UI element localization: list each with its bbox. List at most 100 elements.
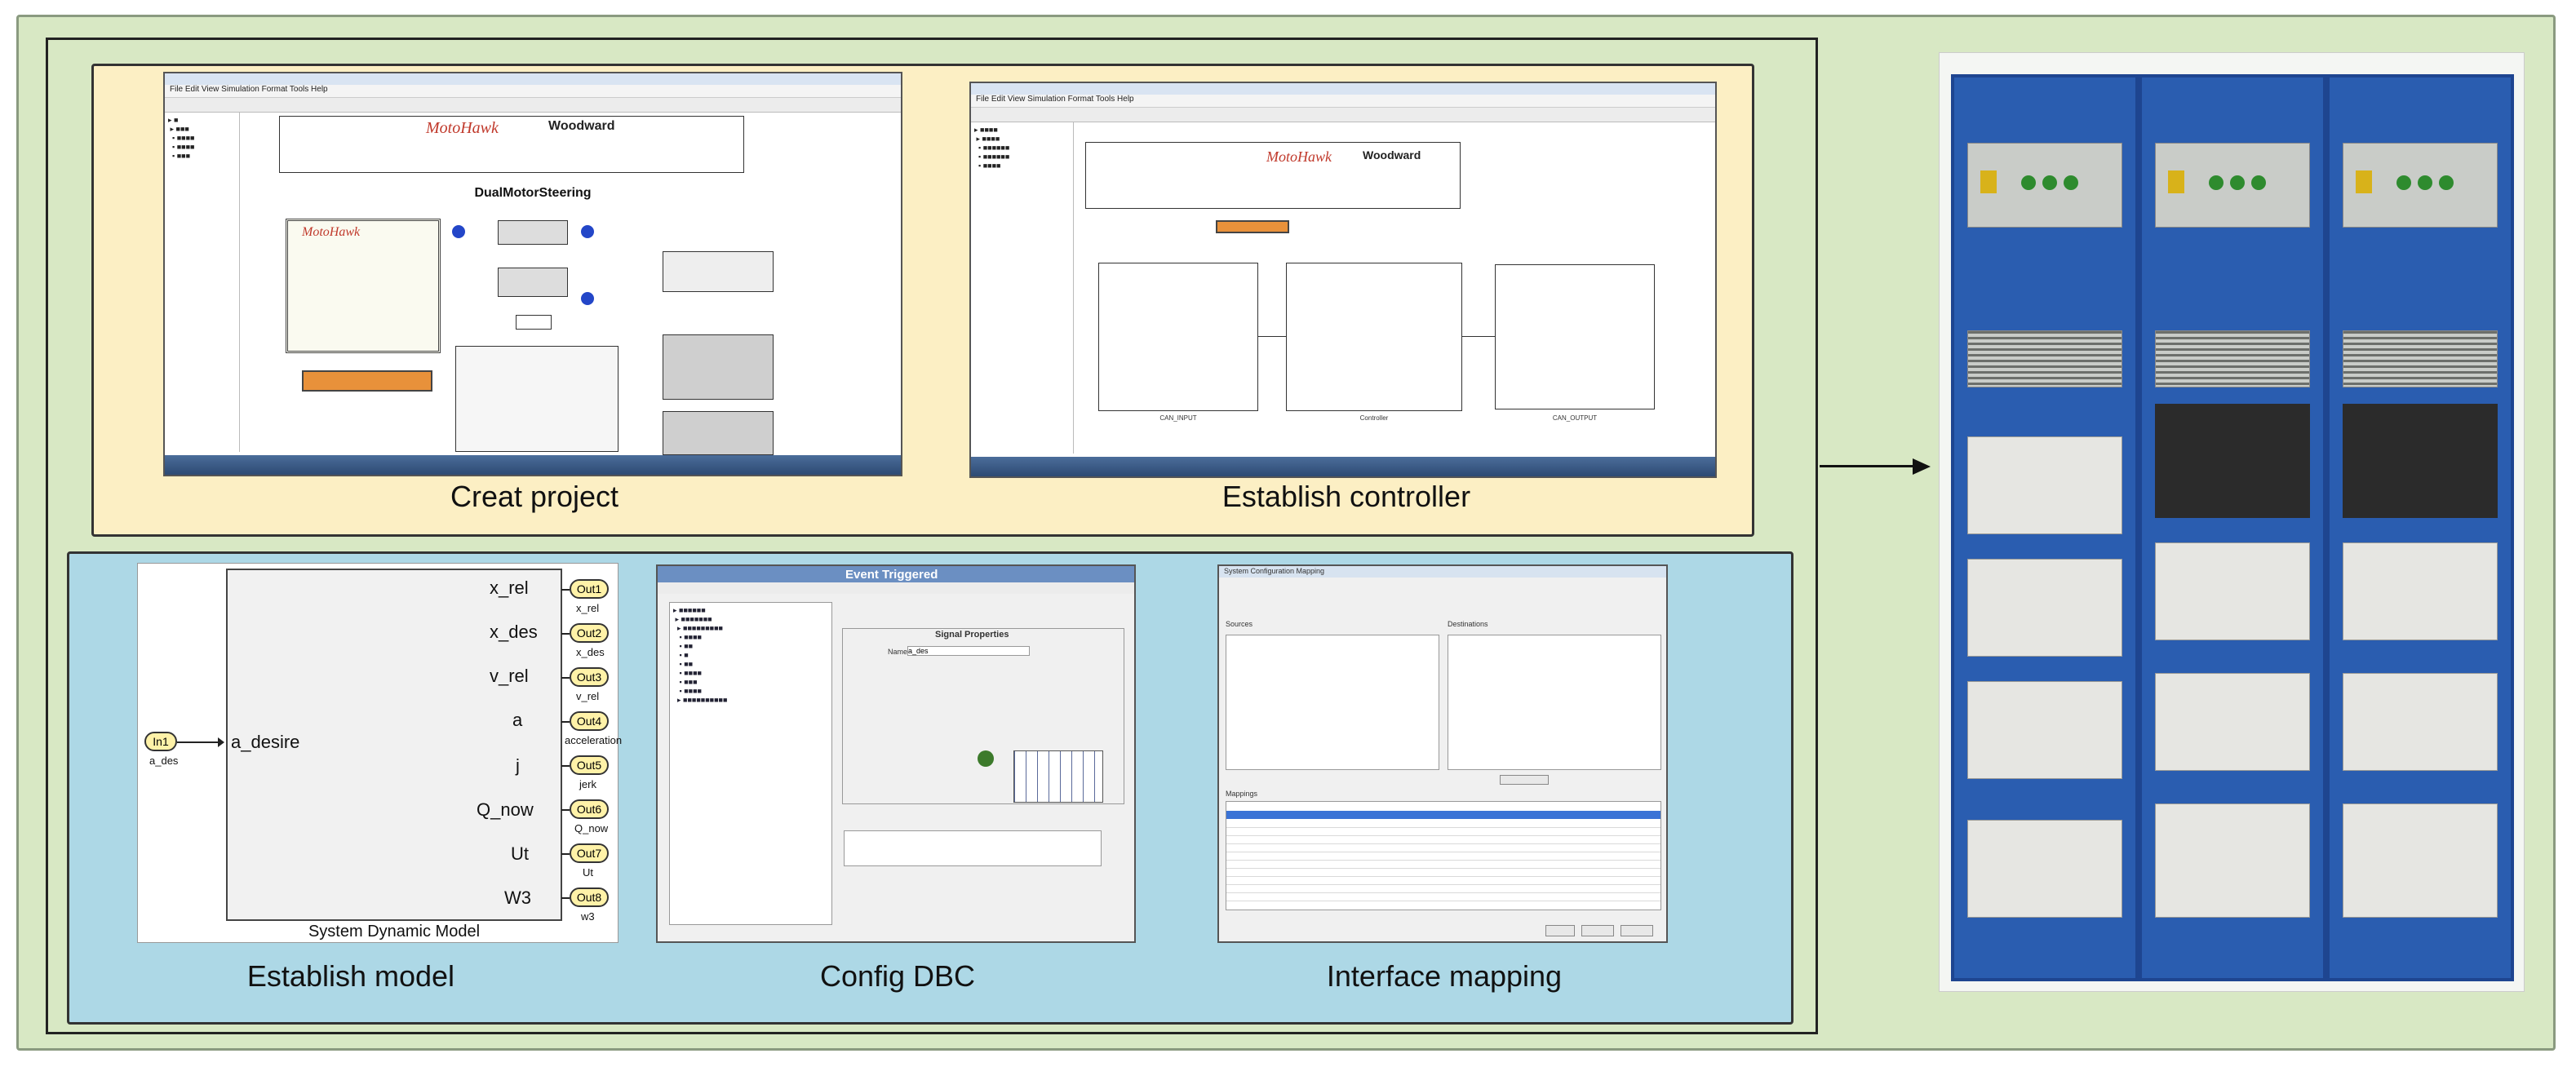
output-signal-name: Ut bbox=[583, 866, 593, 879]
cable-bay bbox=[2155, 404, 2310, 518]
woodward-logo: Woodward bbox=[548, 119, 614, 134]
drawer bbox=[2343, 542, 2498, 640]
status-lamp bbox=[2064, 175, 2078, 190]
window-menu bbox=[658, 582, 1134, 594]
status-lamp bbox=[2230, 175, 2245, 190]
output-port: Out2 bbox=[570, 623, 609, 643]
window-menu: File Edit View Simulation Format Tools H… bbox=[165, 85, 901, 98]
drawer bbox=[2343, 803, 2498, 918]
hil-cabinet-photo bbox=[1939, 52, 2525, 992]
can-input-block bbox=[1098, 263, 1258, 411]
interface-mapping-screenshot: System Configuration Mapping Sources Des… bbox=[1217, 564, 1668, 943]
output-port: Out6 bbox=[570, 799, 609, 819]
output-label: a bbox=[512, 710, 522, 731]
block-label: CAN_INPUT bbox=[1098, 414, 1258, 422]
notes-block bbox=[455, 346, 619, 452]
output-label: Ut bbox=[511, 843, 529, 865]
status-lamp bbox=[2021, 175, 2036, 190]
output-label: v_rel bbox=[490, 666, 529, 687]
signal-properties-title: Signal Properties bbox=[935, 630, 1009, 640]
block-label: CAN_OUTPUT bbox=[1495, 414, 1655, 422]
output-signal-name: Q_now bbox=[574, 822, 608, 834]
frame-overview-grid bbox=[1013, 750, 1103, 803]
flow-arrow-line bbox=[1820, 465, 1918, 467]
output-wire bbox=[561, 589, 570, 591]
output-signal-name: jerk bbox=[579, 778, 596, 790]
build-banner bbox=[1216, 220, 1289, 233]
output-wire bbox=[561, 765, 570, 767]
output-port: Out4 bbox=[570, 711, 609, 731]
drawer bbox=[1967, 559, 2122, 657]
output-wire bbox=[561, 633, 570, 635]
vent-panel bbox=[2155, 330, 2310, 387]
output-port: Out8 bbox=[570, 887, 609, 907]
caption-config-dbc: Config DBC bbox=[734, 959, 1061, 994]
status-lamp bbox=[2209, 175, 2224, 190]
taskbar bbox=[971, 457, 1715, 476]
output-label: x_rel bbox=[490, 578, 529, 599]
sources-label: Sources bbox=[1226, 620, 1253, 628]
trigger-block bbox=[663, 251, 774, 292]
drawer bbox=[1967, 820, 2122, 918]
name-field[interactable]: a_des bbox=[907, 646, 1030, 656]
wire bbox=[1462, 336, 1495, 337]
subsystem-block bbox=[498, 268, 568, 297]
woodward-logo: Woodward bbox=[1363, 148, 1421, 162]
ok-button[interactable] bbox=[1545, 925, 1575, 936]
caption-establish-model: Establish model bbox=[188, 959, 514, 994]
comment-field[interactable] bbox=[844, 830, 1102, 866]
info-dot bbox=[581, 225, 594, 238]
controller-block bbox=[1286, 263, 1462, 411]
name-label: Name bbox=[888, 648, 907, 656]
block-label: Controller bbox=[1286, 414, 1462, 422]
status-lamp bbox=[2042, 175, 2057, 190]
drawer bbox=[1967, 436, 2122, 534]
output-wire bbox=[561, 677, 570, 679]
status-lamp bbox=[2418, 175, 2432, 190]
subsystem-block bbox=[516, 315, 552, 330]
drawer bbox=[1967, 681, 2122, 779]
wire bbox=[1258, 336, 1286, 337]
input-port: In1 bbox=[144, 732, 177, 751]
help-button[interactable] bbox=[1621, 925, 1653, 936]
header-block bbox=[279, 116, 744, 173]
subsystem-block bbox=[498, 220, 568, 245]
selected-mapping-row[interactable] bbox=[1226, 811, 1660, 819]
caption-interface-mapping: Interface mapping bbox=[1273, 959, 1616, 994]
output-label: j bbox=[516, 755, 520, 777]
cable-bay bbox=[2343, 404, 2498, 518]
info-dot bbox=[581, 292, 594, 305]
drawer bbox=[2155, 673, 2310, 771]
output-signal-name: v_rel bbox=[576, 690, 599, 702]
drawer bbox=[2343, 673, 2498, 771]
vent-panel bbox=[2343, 330, 2498, 387]
info-dot bbox=[452, 225, 465, 238]
output-wire bbox=[561, 897, 570, 899]
taskbar bbox=[165, 455, 901, 475]
power-switch bbox=[1980, 170, 1997, 193]
flow-arrowhead bbox=[1913, 458, 1931, 475]
output-port: Out7 bbox=[570, 843, 609, 863]
connect-button[interactable] bbox=[1500, 775, 1549, 785]
model-tree: ▸ ■ ▸ ■■■ ▪ ■■■■ ▪ ■■■■ ▪ ■■■ bbox=[165, 113, 240, 452]
window-menu: File Edit View Simulation Format Tools H… bbox=[971, 95, 1715, 108]
can-definition-block bbox=[663, 411, 774, 455]
motohawk-logo: MotoHawk bbox=[1266, 148, 1332, 166]
mappings-label: Mappings bbox=[1226, 790, 1257, 798]
output-signal-name: x_des bbox=[576, 646, 605, 658]
config-dbc-screenshot: Event Triggered ▸ ■■■■■■ ▸ ■■■■■■■ ▸ ■■■… bbox=[656, 564, 1136, 943]
can-definition-block bbox=[663, 334, 774, 400]
window-titlebar bbox=[165, 73, 901, 85]
output-port: Out1 bbox=[570, 579, 609, 599]
establish-controller-screenshot: File Edit View Simulation Format Tools H… bbox=[969, 82, 1717, 478]
motohawk-logo: MotoHawk bbox=[426, 119, 499, 138]
drawer bbox=[2155, 542, 2310, 640]
input-wire bbox=[177, 741, 223, 743]
drawer bbox=[2155, 803, 2310, 918]
input-signal-name: a_des bbox=[149, 755, 178, 767]
mapping-rows bbox=[1226, 821, 1660, 909]
output-port: Out5 bbox=[570, 755, 609, 775]
window-title: Event Triggered bbox=[845, 568, 938, 582]
cancel-button[interactable] bbox=[1581, 925, 1614, 936]
sources-tree bbox=[1226, 635, 1439, 770]
